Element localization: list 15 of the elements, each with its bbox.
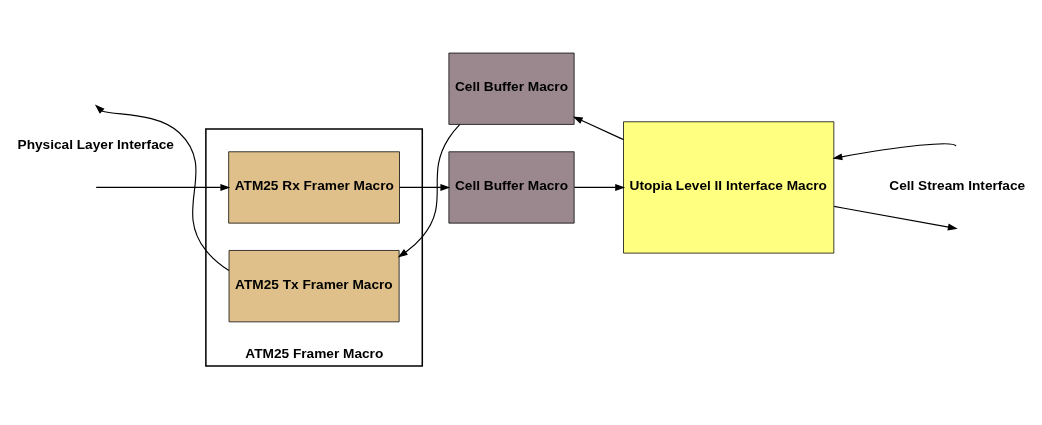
arrow <box>397 124 461 258</box>
label: Physical Layer Interface <box>17 137 174 153</box>
node-box: Cell Buffer Macro <box>448 52 575 125</box>
node-box: Utopia Level II Interface Macro <box>623 121 835 254</box>
arrow <box>573 183 626 191</box>
node-box: ATM25 Rx Framer Macro <box>228 151 400 224</box>
arrow <box>95 183 231 191</box>
node-box: Cell Buffer Macro <box>448 151 575 224</box>
node-box: ATM25 Tx Framer Macro <box>228 250 400 323</box>
arrow <box>833 205 958 231</box>
arrow <box>399 183 451 191</box>
arrow <box>572 116 624 141</box>
label: Cell Stream Interface <box>889 178 1026 194</box>
arrow <box>832 143 957 161</box>
arrow <box>94 104 230 272</box>
